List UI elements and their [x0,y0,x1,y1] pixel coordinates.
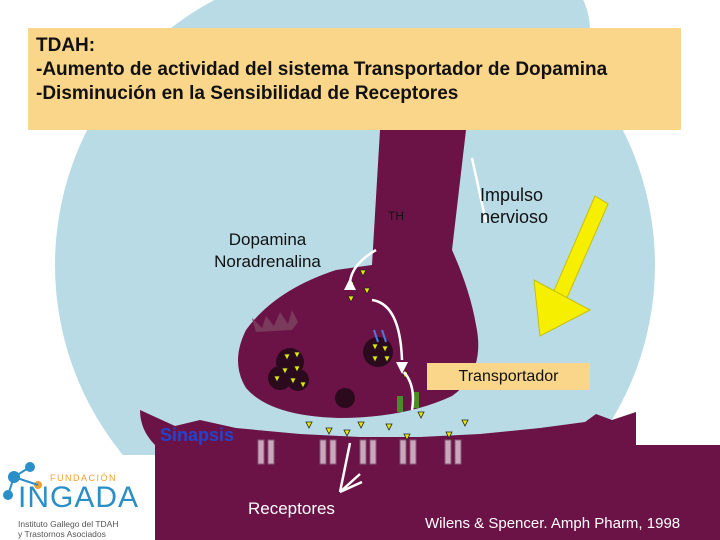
logo-subtitle: Instituto Gallego del TDAH [18,519,119,529]
title-line: TDAH: [36,35,96,56]
neurotransmitter [383,355,391,363]
transporter [397,396,403,412]
neurotransmitter [281,367,289,375]
neurotransmitter [325,427,333,435]
receptor [369,439,377,465]
logo-fundacion: FUNDACIÓN [50,473,117,483]
impulse-label: Impulso nervioso [480,184,548,228]
impulse-arrow [533,195,609,337]
neurotransmitter [305,421,313,429]
postsynaptic-neuron [140,410,636,445]
enzyme-marks [373,329,387,343]
neurotransmitter [283,353,291,361]
receptor [359,439,367,465]
transportador-label: Transportador [427,363,590,390]
postsynaptic-body [155,445,720,540]
neurotransmitter [363,287,371,295]
vesicle [287,369,309,391]
transporter [413,392,419,408]
terminal-spines [252,310,298,332]
neurotransmitter [347,295,355,303]
neurotransmitter [343,429,351,437]
neurotransmitter [381,345,389,353]
nervioso-label: nervioso [480,207,549,227]
sinapsis-label: Sinapsis [160,425,235,445]
ingada-logo: FUNDACIÓN INGADA Instituto Gallego del T… [0,455,155,540]
neurotransmitter [293,365,301,373]
arrow-head [344,278,356,290]
neurotransmitter [289,377,297,385]
logo-name: INGADA [18,481,140,514]
neurotransmitter [417,411,425,419]
th-label: TH [388,209,404,223]
title-box: TDAH: -Aumento de actividad del sistema … [28,28,681,130]
noradrenalina-label: Noradrenalina [214,252,321,271]
neurotransmitter [403,433,411,441]
process-arrows [338,157,488,494]
neurotransmitter [371,355,379,363]
receptor [257,439,265,465]
receptors [257,439,462,465]
receptor [267,439,275,465]
neurotransmitter [273,375,281,383]
neurotransmitter [293,351,301,359]
impulso-label: Impulso [480,185,544,205]
neurotransmitter [299,381,307,389]
receptor [319,439,327,465]
receptores-label: Receptores [248,499,335,518]
receptor [399,439,407,465]
receptor [444,439,452,465]
receptor [329,439,337,465]
title-line: -Aumento de actividad del sistema Transp… [36,59,608,80]
neurotransmitter [359,269,367,277]
neurotransmitter [445,431,453,439]
receptor [409,439,417,465]
neurotransmitter-label: Dopamina Noradrenalina [180,229,355,273]
logo-icon [3,462,42,500]
arrow-head [396,362,408,374]
vesicle [335,388,355,408]
title-line: -Disminución en la Sensibilidad de Recep… [36,83,459,104]
receptor [454,439,462,465]
logo-subtitle: y Trastornos Asociados [18,529,106,539]
neurotransmitter [357,421,365,429]
presynaptic-neuron [238,130,479,418]
neurotransmitter [371,343,379,351]
transporters [397,392,419,412]
neurotransmitter [385,423,393,431]
neurotransmitter [461,419,469,427]
reference-citation: Wilens & Spencer. Amph Pharm, 1998 [425,515,681,532]
dopamina-label: Dopamina [228,230,307,249]
